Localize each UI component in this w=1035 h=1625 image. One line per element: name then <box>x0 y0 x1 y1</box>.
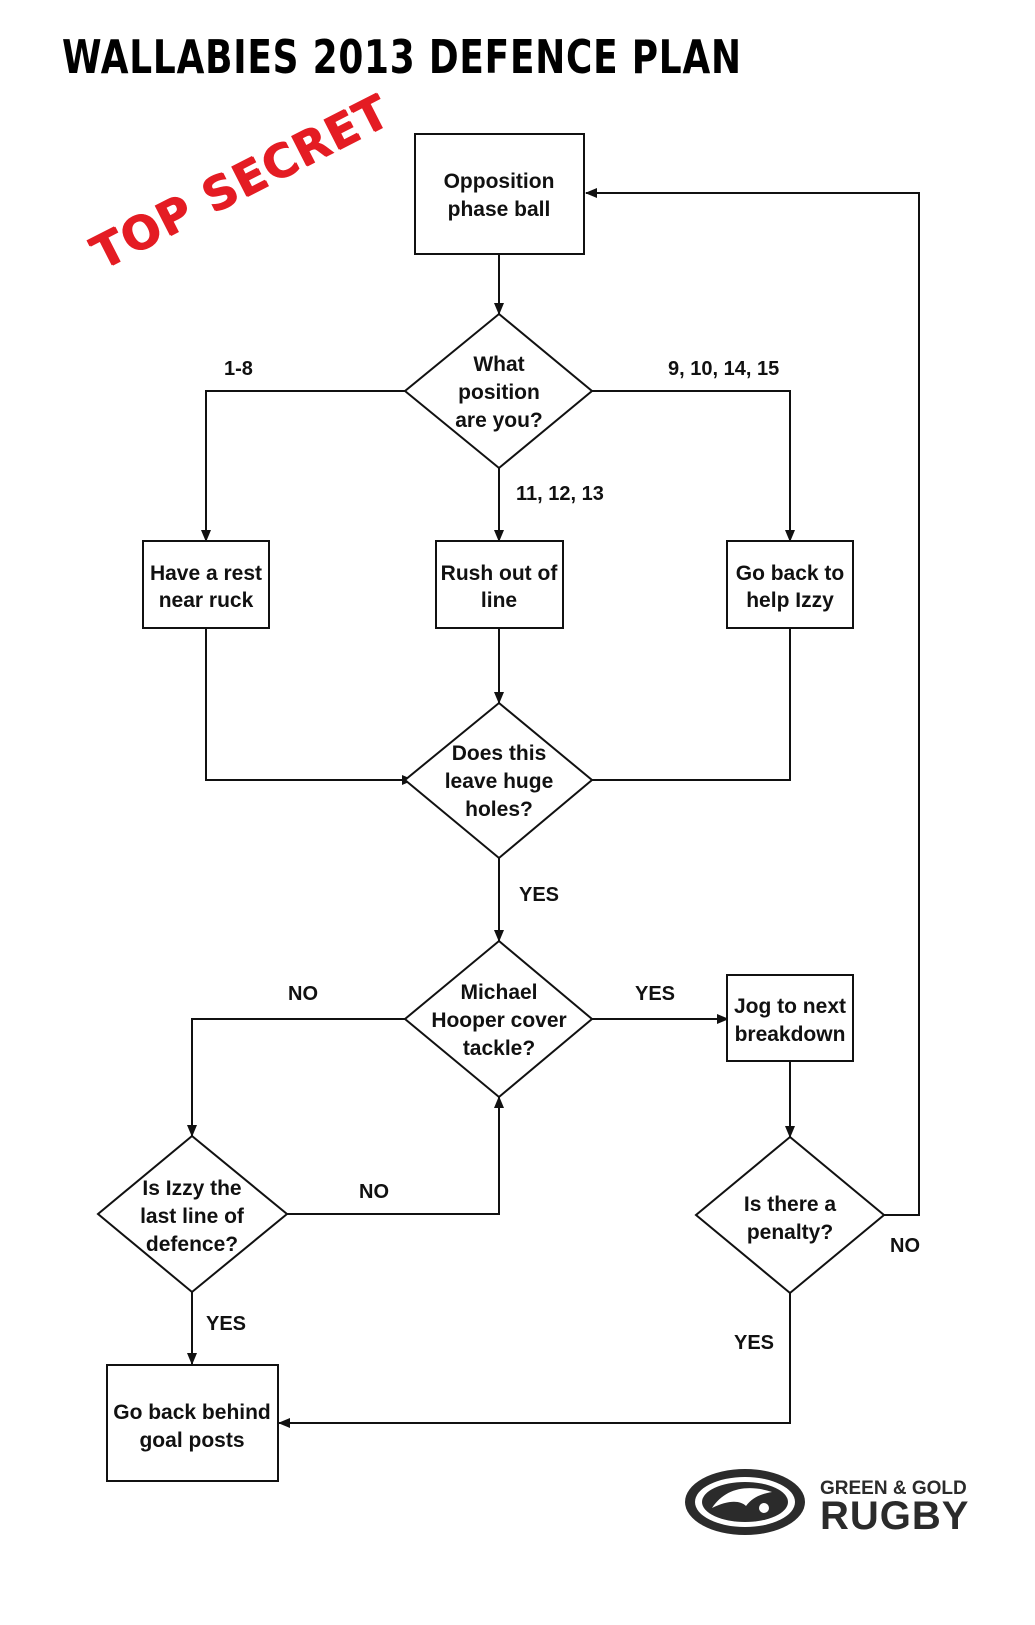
node-opposition: Opposition phase ball <box>414 133 585 255</box>
decision-position: What position are you? <box>403 312 594 470</box>
node-goback-line2: help Izzy <box>746 589 834 612</box>
edge-penalty-to-goalposts <box>278 1293 791 1428</box>
node-rush: Rush out of line <box>435 540 564 629</box>
decision-hooper-line2: Hooper cover <box>431 1009 566 1032</box>
node-rush-line2: line <box>481 589 517 612</box>
node-rest: Have a rest near ruck <box>142 540 270 629</box>
label-hooper-yes: YES <box>635 983 675 1005</box>
decision-position-line3: are you? <box>455 409 543 432</box>
decision-position-line2: position <box>458 381 540 404</box>
label-izzy-no: NO <box>359 1181 389 1203</box>
decision-position-line1: What <box>473 353 524 376</box>
decision-penalty: Is there a penalty? <box>694 1135 886 1295</box>
node-goback-line1: Go back to <box>736 562 845 585</box>
edge-rest-to-holes <box>205 628 414 785</box>
decision-izzy-line2: last line of <box>140 1205 245 1228</box>
label-forwards: 1-8 <box>224 358 253 380</box>
decision-hooper-line1: Michael <box>460 981 537 1004</box>
logo-line1: GREEN & GOLD <box>820 1478 967 1499</box>
node-goalposts-line2: goal posts <box>139 1429 244 1452</box>
decision-penalty-line2: penalty? <box>747 1221 833 1244</box>
node-goback: Go back to help Izzy <box>726 540 854 629</box>
decision-penalty-line1: Is there a <box>744 1193 837 1216</box>
label-penalty-yes: YES <box>734 1332 774 1354</box>
node-jog-line1: Jog to next <box>734 995 846 1018</box>
label-izzy-yes: YES <box>206 1313 246 1335</box>
node-jog-line2: breakdown <box>735 1023 846 1046</box>
node-rest-line1: Have a rest <box>150 562 262 585</box>
label-penalty-no: NO <box>890 1235 920 1257</box>
decision-izzy-line3: defence? <box>146 1233 238 1256</box>
label-holes-yes: YES <box>519 884 559 906</box>
label-hooper-no: NO <box>288 983 318 1005</box>
edge-position-to-rest <box>201 390 405 542</box>
label-centres: 11, 12, 13 <box>516 483 604 505</box>
node-jog: Jog to next breakdown <box>726 974 854 1062</box>
edge-position-to-goback <box>592 390 795 542</box>
decision-holes-line3: holes? <box>465 798 533 821</box>
page-title: WALLABIES 2013 DEFENCE PLAN <box>62 30 742 84</box>
rugby-ball-logo-icon <box>685 1469 805 1535</box>
edge-penalty-to-opposition <box>585 188 920 1216</box>
decision-izzy: Is Izzy the last line of defence? <box>96 1134 289 1294</box>
label-outside-backs: 9, 10, 14, 15 <box>668 358 779 380</box>
decision-holes: Does this leave huge holes? <box>403 701 594 860</box>
edge-hooper-to-izzy <box>187 1018 405 1137</box>
node-opposition-line1: Opposition <box>444 170 555 193</box>
node-opposition-line2: phase ball <box>448 198 551 221</box>
decision-holes-line2: leave huge <box>445 770 554 793</box>
node-rest-line2: near ruck <box>159 589 254 612</box>
logo-line2: RUGBY <box>820 1494 970 1538</box>
decision-izzy-line1: Is Izzy the <box>142 1177 241 1200</box>
node-goalposts: Go back behind goal posts <box>106 1364 279 1482</box>
decision-holes-line1: Does this <box>452 742 547 765</box>
decision-hooper-line3: tackle? <box>463 1037 535 1060</box>
node-goalposts-line1: Go back behind <box>113 1401 271 1424</box>
connectors <box>187 188 920 1428</box>
edge-izzy-to-hooper <box>287 1096 504 1215</box>
node-rush-line1: Rush out of <box>441 562 559 585</box>
edge-goback-to-holes <box>564 628 791 785</box>
